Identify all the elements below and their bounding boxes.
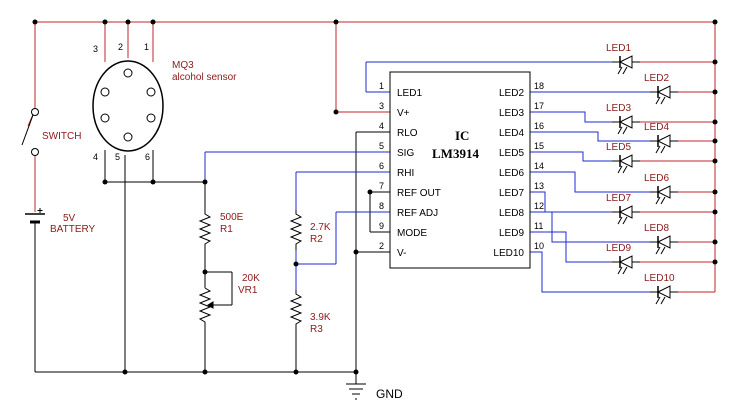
sensor-pin-1: 1 xyxy=(144,42,149,52)
sensor-pin-2: 2 xyxy=(118,42,123,52)
led-10 xyxy=(650,285,678,305)
led-label: LED8 xyxy=(644,223,669,234)
signal-wiring xyxy=(204,61,650,293)
ic-left-pin-number: 8 xyxy=(379,201,384,211)
ic-left-pin-label: V+ xyxy=(397,108,410,119)
ic-right-pin-label: LED5 xyxy=(499,148,524,159)
ic-left-pin-label: V- xyxy=(397,248,406,259)
ic-left-pin-label: MODE xyxy=(397,228,427,239)
ic-right-pin-number: 17 xyxy=(534,101,544,111)
r2-value: 2.7K xyxy=(310,222,331,233)
ground-label: GND xyxy=(376,387,403,401)
led-array: LED1LED2LED3LED4LED5LED6LED7LED8LED9LED1… xyxy=(606,43,678,305)
ic-right-pin-label: LED3 xyxy=(499,108,524,119)
resistor-r1 xyxy=(198,208,212,250)
ic-left-pin-label: RHI xyxy=(397,168,414,179)
ic-left-pin-label: LED1 xyxy=(397,88,422,99)
resistor-r3 xyxy=(289,290,303,330)
led-label: LED5 xyxy=(606,142,631,153)
mq3-sensor xyxy=(92,60,164,152)
r3-value: 3.9K xyxy=(310,312,331,323)
ic-right-pin-number: 13 xyxy=(534,181,544,191)
resistor-r2 xyxy=(289,210,303,250)
ic-left-pin-number: 1 xyxy=(379,81,384,91)
ic-left-pin-label: REF OUT xyxy=(397,188,441,199)
ic-left-pin-label: RLO xyxy=(397,128,418,139)
led-8 xyxy=(650,235,678,255)
led-9 xyxy=(612,255,640,275)
ic-left-pin-label: SIG xyxy=(397,148,414,159)
ic-left-pin-number: 9 xyxy=(379,221,384,231)
r1-value: 500E xyxy=(220,212,244,223)
ic-left-pin-number: 2 xyxy=(379,241,384,251)
junctions xyxy=(32,19,718,375)
ic-left-pin-number: 7 xyxy=(379,181,384,191)
led-label: LED4 xyxy=(644,122,669,133)
ic-right-pin-label: LED10 xyxy=(493,248,524,259)
ic-right-pin-label: LED4 xyxy=(499,128,524,139)
ic-left-pin-number: 4 xyxy=(379,121,384,131)
ic-left-pin-number: 5 xyxy=(379,141,384,151)
r2-name: R2 xyxy=(310,234,323,245)
battery-label: BATTERY xyxy=(50,224,96,235)
ic-right-pin-label: LED7 xyxy=(499,188,524,199)
ic-left-pin-label: REF ADJ xyxy=(397,208,438,219)
ic-right-pin-number: 10 xyxy=(534,241,544,251)
ic-right-pin-number: 14 xyxy=(534,161,544,171)
ic-right-pin-number: 11 xyxy=(534,221,543,231)
led-label: LED2 xyxy=(644,73,669,84)
vr1-value: 20K xyxy=(242,273,260,284)
led-label: LED7 xyxy=(606,193,631,204)
sensor-pin-5: 5 xyxy=(115,152,120,162)
r1-name: R1 xyxy=(220,224,233,235)
sensor-pin-4: 4 xyxy=(93,152,98,162)
led-5 xyxy=(612,154,640,174)
ic-left-pin-number: 6 xyxy=(379,161,384,171)
r3-name: R3 xyxy=(310,324,323,335)
sensor-desc: alcohol sensor xyxy=(172,72,237,83)
led-2 xyxy=(650,85,678,105)
led-label: LED10 xyxy=(644,273,675,284)
battery-voltage: 5V xyxy=(63,213,76,224)
switch: SWITCH xyxy=(21,108,81,156)
switch-label: SWITCH xyxy=(42,131,81,142)
led-label: LED9 xyxy=(606,243,631,254)
ic-body xyxy=(389,71,531,269)
led-label: LED3 xyxy=(606,103,631,114)
ic-right-pin-label: LED9 xyxy=(499,228,524,239)
led-3 xyxy=(612,115,640,135)
battery xyxy=(25,208,45,230)
ic-right-pin-number: 15 xyxy=(534,141,544,151)
led-label: LED1 xyxy=(606,43,631,54)
ic-right-pin-label: LED6 xyxy=(499,168,524,179)
led-1 xyxy=(612,55,640,75)
potentiometer-vr1 xyxy=(198,272,215,330)
power-rail xyxy=(27,21,716,293)
ic-right-pin-label: LED2 xyxy=(499,88,524,99)
ic-right-pin-number: 12 xyxy=(534,201,544,211)
ic-right-pin-number: 18 xyxy=(534,81,544,91)
led-4 xyxy=(650,134,678,154)
sensor-pin-3: 3 xyxy=(93,44,98,54)
ic-left-pin-number: 3 xyxy=(379,101,384,111)
sensor-pin-6: 6 xyxy=(145,152,150,162)
led-7 xyxy=(612,205,640,225)
sensor-name: MQ3 xyxy=(172,60,194,71)
led-label: LED6 xyxy=(644,173,669,184)
ic-right-pin-number: 16 xyxy=(534,121,544,131)
ic-name: IC xyxy=(455,128,469,143)
led-6 xyxy=(650,185,678,205)
ic-part: LM3914 xyxy=(432,146,479,161)
vr1-name: VR1 xyxy=(238,285,258,296)
ic-right-pin-label: LED8 xyxy=(499,208,524,219)
